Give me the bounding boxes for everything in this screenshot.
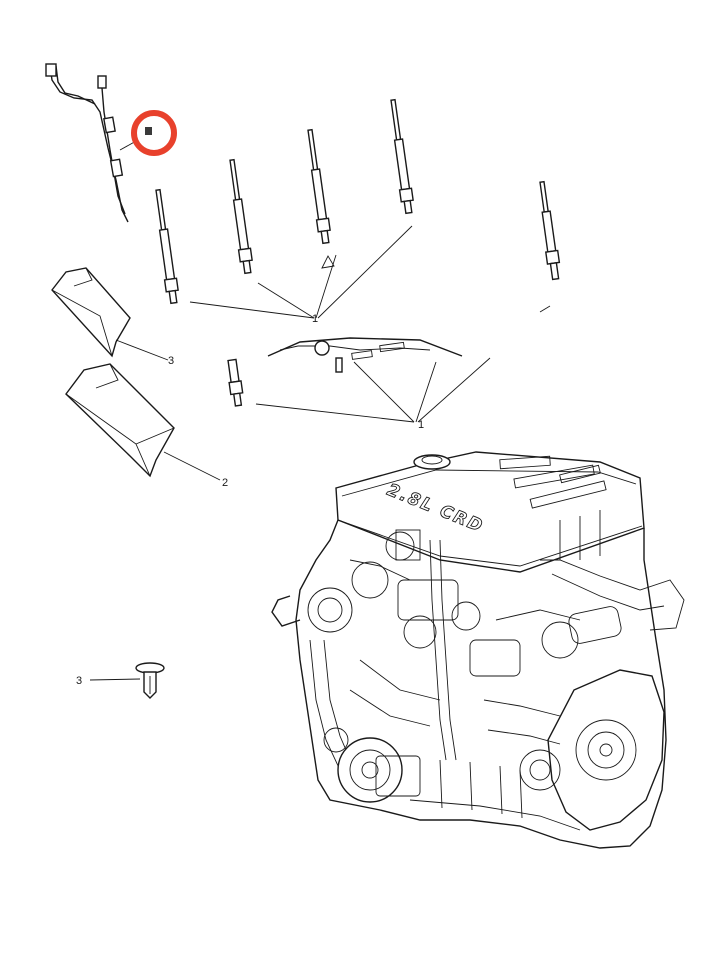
callout-1-upper-leaders (189, 225, 551, 319)
callout-3: 3 (76, 675, 82, 687)
glow-plug-icon (539, 180, 561, 281)
callout-1-lower: 1 (418, 419, 424, 431)
direction-arrow (321, 255, 335, 269)
engine-assembly-icon: 2.8L CRD (271, 451, 685, 849)
cylinder-head-partial-icon (267, 337, 463, 373)
glow-plug-icon (229, 158, 253, 275)
callout-insulator-partial: 3 (168, 355, 174, 367)
callout-1-upper: 1 (312, 313, 318, 325)
callout-2-leader (163, 451, 221, 481)
glow-plug-icon (227, 358, 244, 407)
callout-2: 2 (222, 477, 228, 489)
insulator-boot-icon (51, 267, 169, 361)
callout-1-lower-leaders (255, 357, 491, 423)
glow-plug-icon (390, 98, 414, 215)
highlight-circle (131, 110, 177, 156)
wiring-harness-icon (45, 63, 139, 223)
glow-plug-icon (155, 188, 179, 305)
push-pin-clip-icon (135, 662, 165, 699)
insulator-boot-icon (65, 363, 175, 478)
glow-plug-icon (307, 128, 331, 245)
callout-3-leader (89, 678, 141, 681)
